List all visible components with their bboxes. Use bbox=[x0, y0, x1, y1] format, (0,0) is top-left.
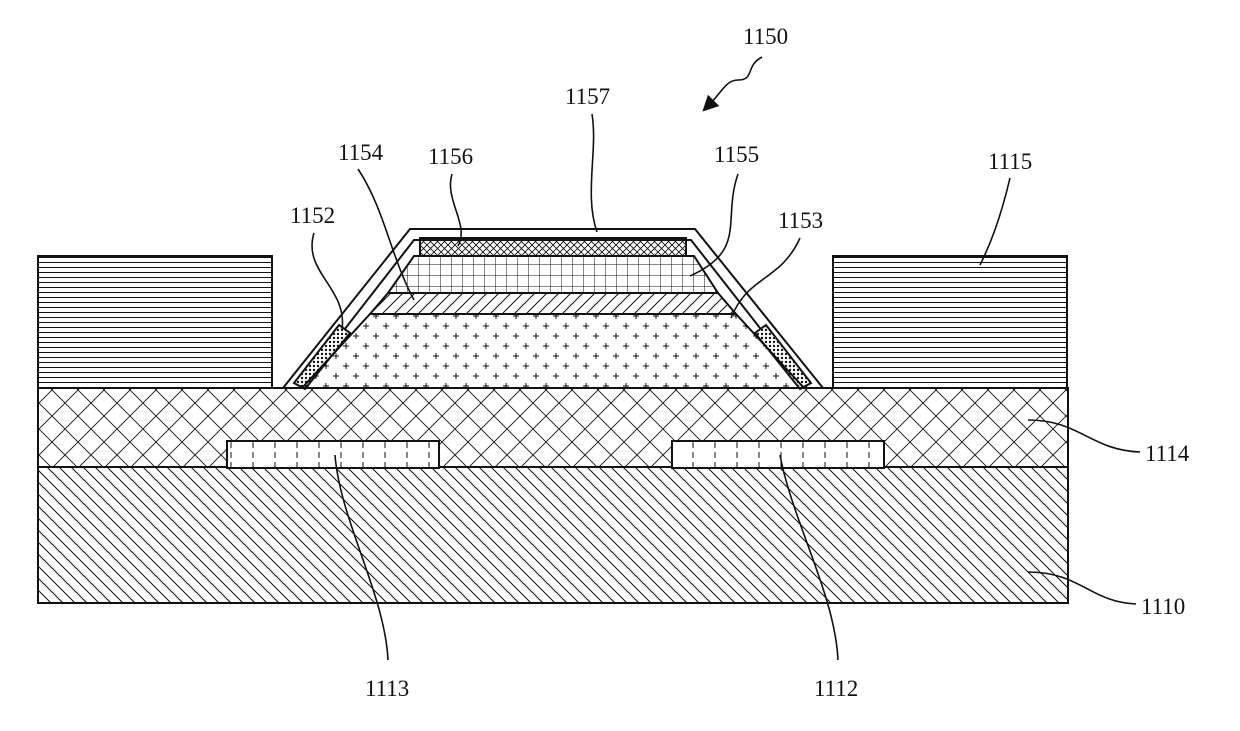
leader-1157 bbox=[591, 114, 597, 232]
label-1112: 1112 bbox=[814, 676, 858, 701]
substrate-layer bbox=[38, 467, 1068, 603]
label-1157: 1157 bbox=[565, 84, 610, 109]
leader-1150 bbox=[708, 57, 762, 106]
leader-1152 bbox=[312, 233, 343, 330]
body-layer bbox=[302, 314, 804, 388]
label-1150: 1150 bbox=[743, 24, 788, 49]
electrode-right-pattern bbox=[672, 441, 884, 468]
label-1155: 1155 bbox=[714, 142, 759, 167]
label-1114: 1114 bbox=[1145, 441, 1190, 466]
leader-1153 bbox=[731, 238, 800, 318]
label-1154: 1154 bbox=[338, 140, 384, 165]
label-1153: 1153 bbox=[778, 208, 823, 233]
side-block-left bbox=[38, 256, 272, 388]
label-1152: 1152 bbox=[290, 203, 335, 228]
label-1156: 1156 bbox=[428, 144, 473, 169]
label-1115: 1115 bbox=[988, 149, 1032, 174]
side-block-right bbox=[833, 256, 1067, 388]
insulating-layer bbox=[38, 388, 1068, 467]
grid-layer bbox=[388, 256, 718, 293]
diagonal-layer bbox=[370, 293, 736, 314]
leader-1115 bbox=[980, 178, 1010, 265]
label-1110: 1110 bbox=[1141, 594, 1185, 619]
label-1113: 1113 bbox=[365, 676, 409, 701]
electrode-left-pattern bbox=[227, 441, 439, 468]
